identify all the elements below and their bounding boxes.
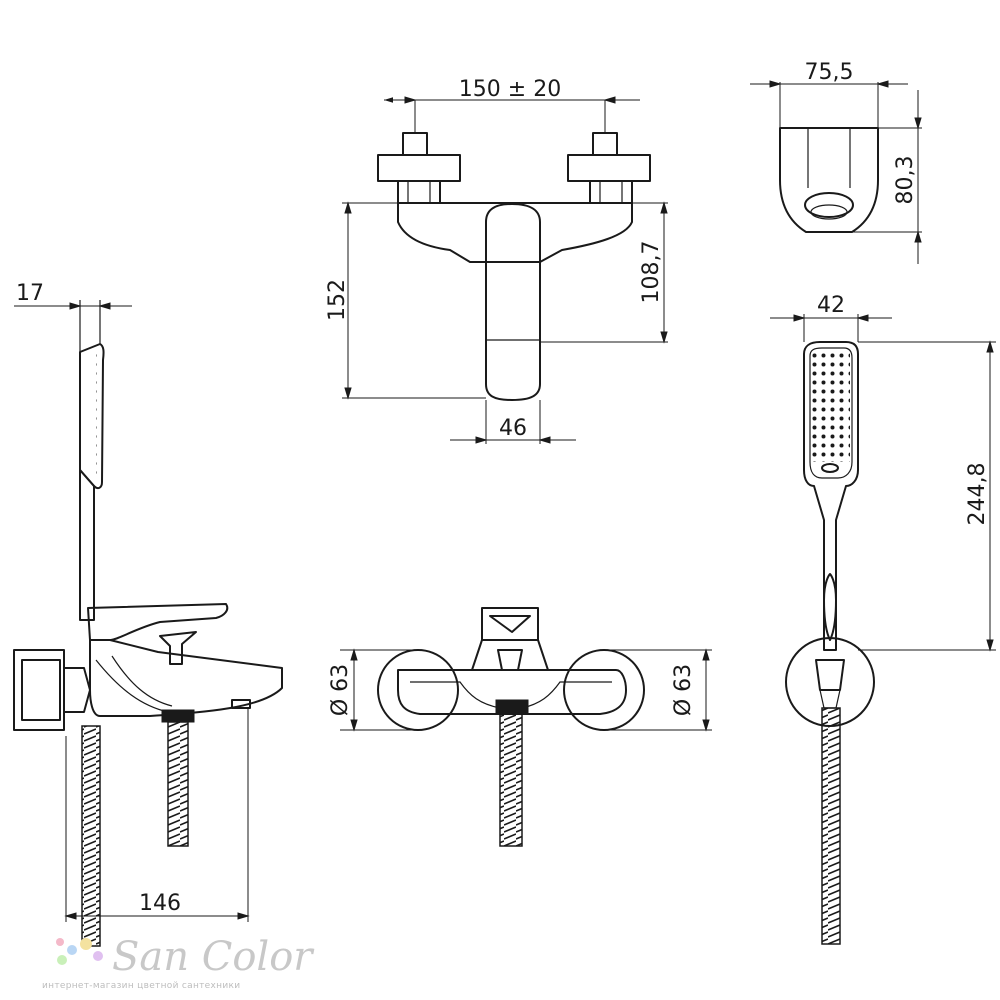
dim-side-offset: 17 [16, 281, 44, 306]
watermark-dot [67, 945, 77, 955]
holder-view: 75,5 80,3 [750, 60, 922, 264]
watermark: San Color интернет-магазин цветной санте… [42, 934, 315, 991]
watermark-dot [80, 938, 92, 950]
side-view: 17 146 [13, 281, 283, 947]
dim-handle-width: 46 [499, 416, 527, 441]
top-view: 150 ± 20 152 108,7 46 [325, 77, 668, 444]
front-view: Ø 63 Ø 63 [328, 607, 712, 847]
dim-height-spout: 108,7 [639, 241, 664, 304]
watermark-tagline: интернет-магазин цветной сантехники [42, 981, 240, 991]
watermark-dot [93, 951, 103, 961]
dim-spacing: 150 ± 20 [459, 77, 561, 102]
dim-flange-left: Ø 63 [328, 664, 353, 716]
watermark-brand: San Color [112, 934, 315, 980]
dim-holder-height: 80,3 [893, 156, 918, 205]
watermark-dot [56, 938, 64, 946]
shower-view: 42 244,8 [770, 293, 996, 945]
dim-holder-width: 75,5 [805, 60, 854, 85]
dim-shower-width: 42 [817, 293, 845, 318]
dim-spout-reach: 146 [139, 891, 181, 916]
dim-shower-length: 244,8 [965, 463, 990, 526]
watermark-dot [57, 955, 67, 965]
dim-flange-right: Ø 63 [671, 664, 696, 716]
dim-height-total: 152 [325, 279, 350, 321]
